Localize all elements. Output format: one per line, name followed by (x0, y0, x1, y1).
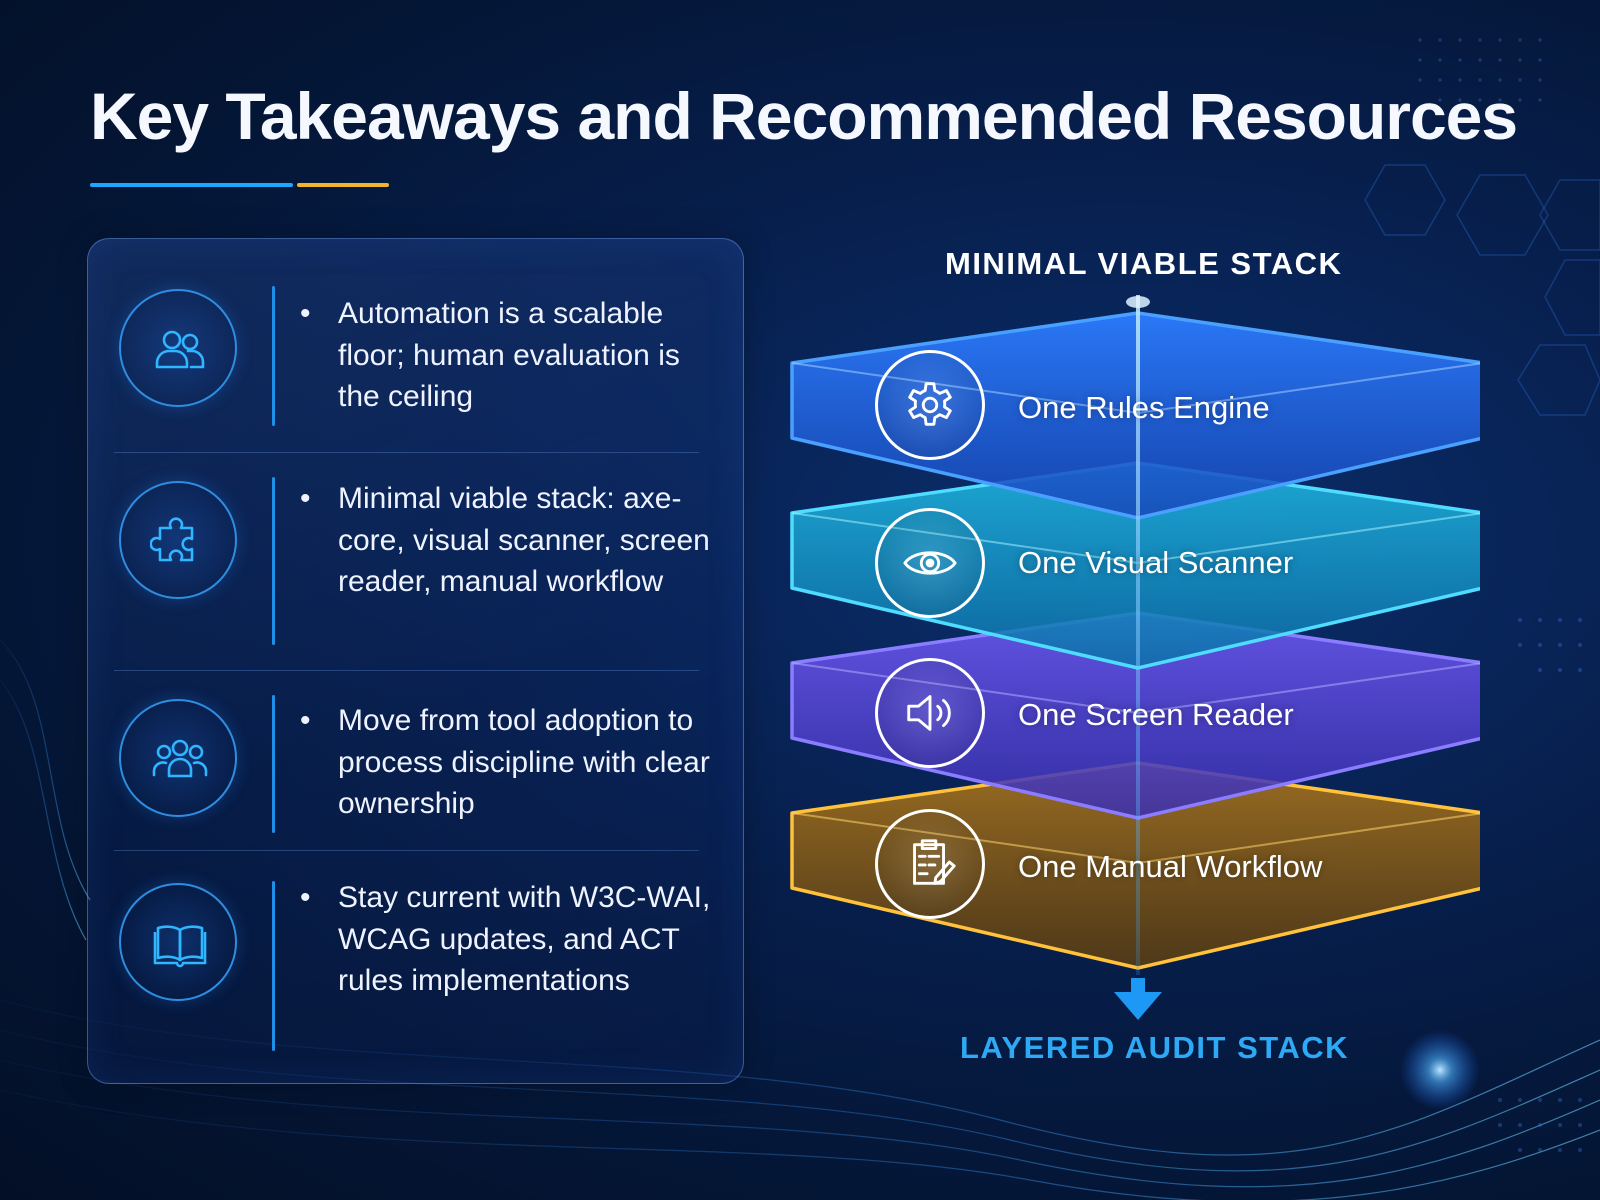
down-arrow-icon (1114, 978, 1162, 1020)
layer-label-rules-engine: One Rules Engine (1018, 390, 1270, 425)
clipboard-icon (875, 809, 985, 919)
takeaway-row: • Move from tool adoption to process dis… (88, 671, 743, 847)
eye-icon (875, 508, 985, 618)
team-icon (119, 699, 237, 817)
row-divider-line (272, 286, 275, 426)
takeaway-text: • Stay current with W3C-WAI, WCAG update… (300, 877, 720, 1002)
title-underline-gold (297, 183, 389, 187)
speaker-icon (875, 658, 985, 768)
layer-label-visual-scanner: One Visual Scanner (1018, 545, 1294, 580)
takeaway-row: • Minimal viable stack: axe-core, visual… (88, 453, 743, 671)
takeaway-text: • Minimal viable stack: axe-core, visual… (300, 478, 720, 603)
layer-label-screen-reader: One Screen Reader (1018, 697, 1294, 732)
takeaway-3-text: Move from tool adoption to process disci… (338, 704, 710, 820)
takeaway-text: • Move from tool adoption to process dis… (300, 700, 720, 825)
gear-icon (875, 350, 985, 460)
takeaway-4-text: Stay current with W3C-WAI, WCAG updates,… (338, 881, 711, 997)
bullet-dot: • (300, 881, 311, 914)
takeaway-row: • Stay current with W3C-WAI, WCAG update… (88, 851, 743, 1081)
stack-title: MINIMAL VIABLE STACK (945, 246, 1343, 281)
takeaway-1-text: Automation is a scalable floor; human ev… (338, 297, 680, 413)
row-separator (114, 452, 699, 453)
bullet-dot: • (300, 297, 311, 330)
row-separator (114, 850, 699, 851)
takeaways-panel: • Automation is a scalable floor; human … (87, 238, 744, 1084)
row-divider-line (272, 477, 275, 645)
book-icon (119, 883, 237, 1001)
layer-label-manual-workflow: One Manual Workflow (1018, 849, 1323, 884)
row-divider-line (272, 881, 275, 1051)
takeaway-text: • Automation is a scalable floor; human … (300, 293, 720, 418)
stack-footer-label: LAYERED AUDIT STACK (960, 1030, 1350, 1065)
title-underline-blue (90, 183, 293, 187)
takeaway-row: • Automation is a scalable floor; human … (88, 239, 743, 447)
bullet-dot: • (300, 482, 311, 515)
center-light-beam (1136, 295, 1140, 975)
row-divider-line (272, 695, 275, 833)
users-icon (119, 289, 237, 407)
puzzle-icon (119, 481, 237, 599)
row-separator (114, 670, 699, 671)
takeaway-2-text: Minimal viable stack: axe-core, visual s… (338, 482, 710, 598)
page-title: Key Takeaways and Recommended Resources (90, 79, 1518, 153)
beam-glow (1126, 296, 1150, 308)
bullet-dot: • (300, 704, 311, 737)
